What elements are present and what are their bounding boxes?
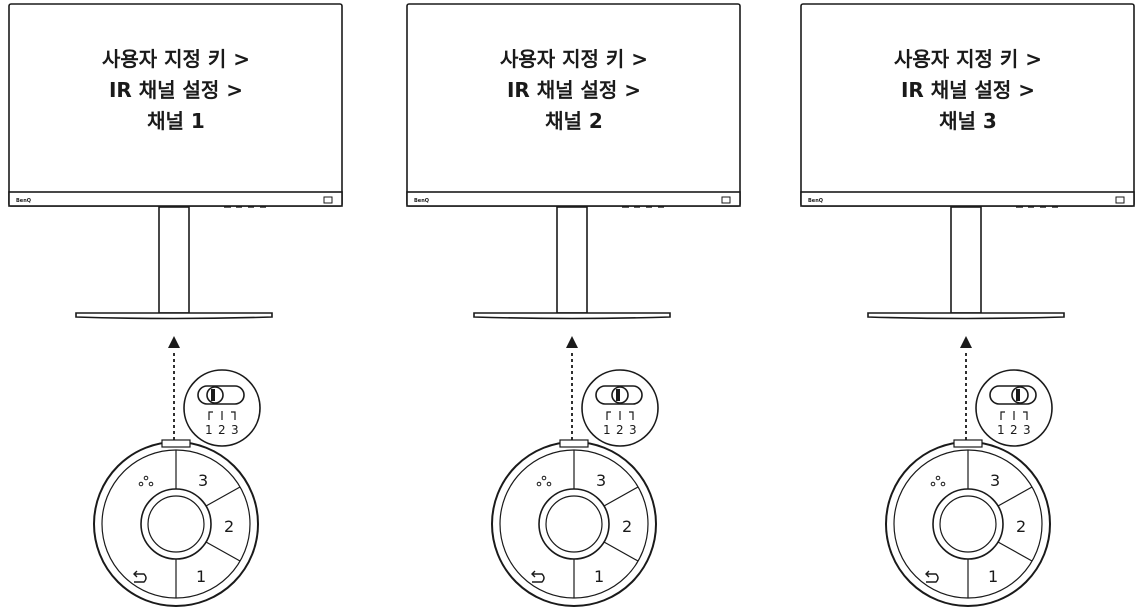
stand-base xyxy=(867,312,1065,320)
power-indicator xyxy=(1115,196,1125,204)
menu-line-channel: 채널 2 xyxy=(545,109,603,133)
monitor-bottom-bezel xyxy=(406,191,741,207)
monitor-bottom-bezel xyxy=(8,191,343,207)
stand-base xyxy=(75,312,273,320)
menu-line-custom-key: 사용자 지정 키 > xyxy=(893,47,1043,71)
switch-label-3: 3 xyxy=(629,423,637,437)
channel-switch-callout xyxy=(183,369,261,447)
remote-button-2: 2 xyxy=(622,517,632,536)
stand-neck xyxy=(556,206,588,314)
switch-label-3: 3 xyxy=(231,423,239,437)
menu-line-channel: 채널 3 xyxy=(939,109,997,133)
stand-neck xyxy=(158,206,190,314)
channel-switch-callout xyxy=(975,369,1053,447)
monitor-panel-3: 3 2 1 1 2 3 BenQ 사용자 지정 키 > IR 채널 설정 > 채… xyxy=(798,0,1138,610)
menu-line-channel: 채널 1 xyxy=(147,109,205,133)
screen-menu-text: 사용자 지정 키 > IR 채널 설정 > 채널 2 xyxy=(414,44,734,137)
monitor-illustration: 3 2 1 1 2 3 BenQ xyxy=(8,3,343,607)
menu-line-ir-channel: IR 채널 설정 > xyxy=(506,78,642,102)
menu-line-custom-key: 사용자 지정 키 > xyxy=(101,47,251,71)
remote-dial xyxy=(93,439,259,607)
monitor-bottom-bezel xyxy=(800,191,1135,207)
monitor-illustration: 3 2 1 1 2 3 BenQ xyxy=(406,3,741,607)
remote-button-2: 2 xyxy=(1016,517,1026,536)
remote-dial xyxy=(491,439,657,607)
screen-menu-text: 사용자 지정 키 > IR 채널 설정 > 채널 1 xyxy=(16,44,336,137)
menu-line-custom-key: 사용자 지정 키 > xyxy=(499,47,649,71)
remote-button-3: 3 xyxy=(198,471,208,490)
stand-neck xyxy=(950,206,982,314)
switch-label-1: 1 xyxy=(603,423,611,437)
channel-switch-callout xyxy=(581,369,659,447)
remote-button-2: 2 xyxy=(224,517,234,536)
brand-logo: BenQ xyxy=(414,198,429,204)
remote-button-1: 1 xyxy=(196,567,206,586)
switch-label-2: 2 xyxy=(1010,423,1018,437)
switch-label-2: 2 xyxy=(616,423,624,437)
menu-line-ir-channel: IR 채널 설정 > xyxy=(900,78,1036,102)
remote-button-1: 1 xyxy=(988,567,998,586)
switch-label-1: 1 xyxy=(205,423,213,437)
remote-button-1: 1 xyxy=(594,567,604,586)
switch-label-3: 3 xyxy=(1023,423,1031,437)
monitor-panel-2: 3 2 1 1 2 3 BenQ 사용자 지정 키 > IR 채널 설정 > 채… xyxy=(404,0,744,610)
remote-dial xyxy=(885,439,1051,607)
screen-menu-text: 사용자 지정 키 > IR 채널 설정 > 채널 3 xyxy=(808,44,1128,137)
arrow-head xyxy=(566,336,578,348)
arrow-head xyxy=(168,336,180,348)
brand-logo: BenQ xyxy=(16,198,31,204)
switch-label-2: 2 xyxy=(218,423,226,437)
monitor-illustration: 3 2 1 1 2 3 BenQ xyxy=(800,3,1135,607)
monitor-panel-1: 3 2 1 1 2 3 BenQ 사용자 지정 키 > IR 채널 설정 > 채… xyxy=(6,0,346,610)
menu-line-ir-channel: IR 채널 설정 > xyxy=(108,78,244,102)
power-indicator xyxy=(721,196,731,204)
brand-logo: BenQ xyxy=(808,198,823,204)
stand-base xyxy=(473,312,671,320)
remote-button-3: 3 xyxy=(990,471,1000,490)
power-indicator xyxy=(323,196,333,204)
switch-label-1: 1 xyxy=(997,423,1005,437)
arrow-head xyxy=(960,336,972,348)
remote-button-3: 3 xyxy=(596,471,606,490)
